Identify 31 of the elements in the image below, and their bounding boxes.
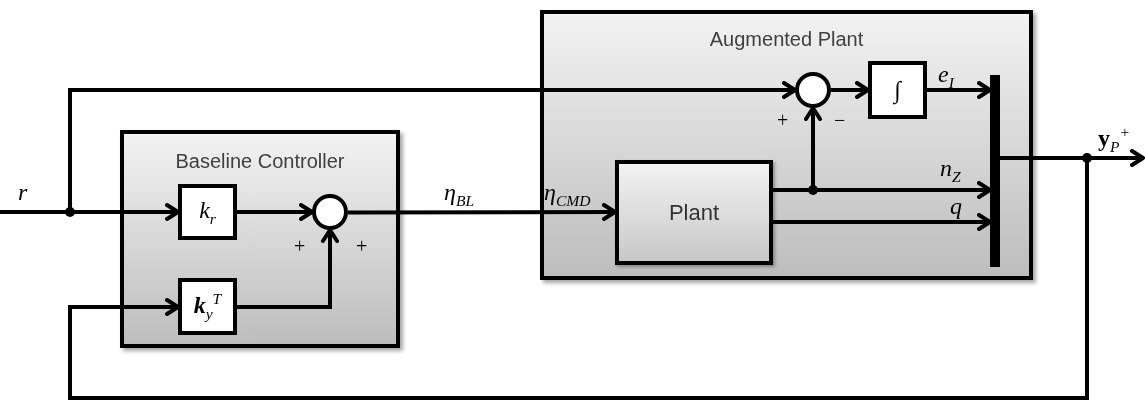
signal-bus-bar bbox=[990, 75, 1000, 267]
subsystem-box bbox=[540, 10, 1033, 280]
sign-label: + bbox=[356, 236, 368, 256]
signal-arrow bbox=[927, 81, 992, 99]
block-label: k$_{r}$ bbox=[199, 196, 216, 228]
integrator-block bbox=[868, 61, 927, 119]
sign-label: + bbox=[294, 236, 306, 256]
signal-label: n$_{Z}$ bbox=[940, 156, 961, 185]
signal-arrow bbox=[0, 203, 180, 221]
summing-junction bbox=[795, 72, 831, 108]
signal-label: e$_{I}$ bbox=[938, 62, 954, 91]
block-label: Plant bbox=[668, 199, 720, 226]
signal-label: η$_{CMD}$ bbox=[544, 180, 591, 209]
gain-block bbox=[178, 184, 237, 240]
subsystem-title: Baseline Controller bbox=[174, 150, 346, 173]
subsystem-title: Augmented Plant bbox=[708, 28, 865, 51]
signal-arrow bbox=[831, 81, 870, 99]
block-label: ∫ bbox=[894, 76, 901, 104]
signal-label: η$_{BL}$ bbox=[444, 180, 475, 209]
sign-label: − bbox=[834, 110, 846, 130]
signal-arrow bbox=[237, 203, 314, 221]
signal-arrow bbox=[348, 203, 617, 221]
signal-label: r bbox=[18, 180, 28, 204]
subsystem-box bbox=[120, 130, 400, 348]
sign-label: + bbox=[777, 110, 789, 130]
signal-arrow bbox=[773, 213, 992, 231]
gain-block bbox=[178, 278, 237, 335]
signal-arrow bbox=[237, 228, 339, 309]
plant-block bbox=[615, 160, 773, 265]
signal-label: q bbox=[950, 194, 962, 218]
summing-junction bbox=[312, 194, 348, 230]
